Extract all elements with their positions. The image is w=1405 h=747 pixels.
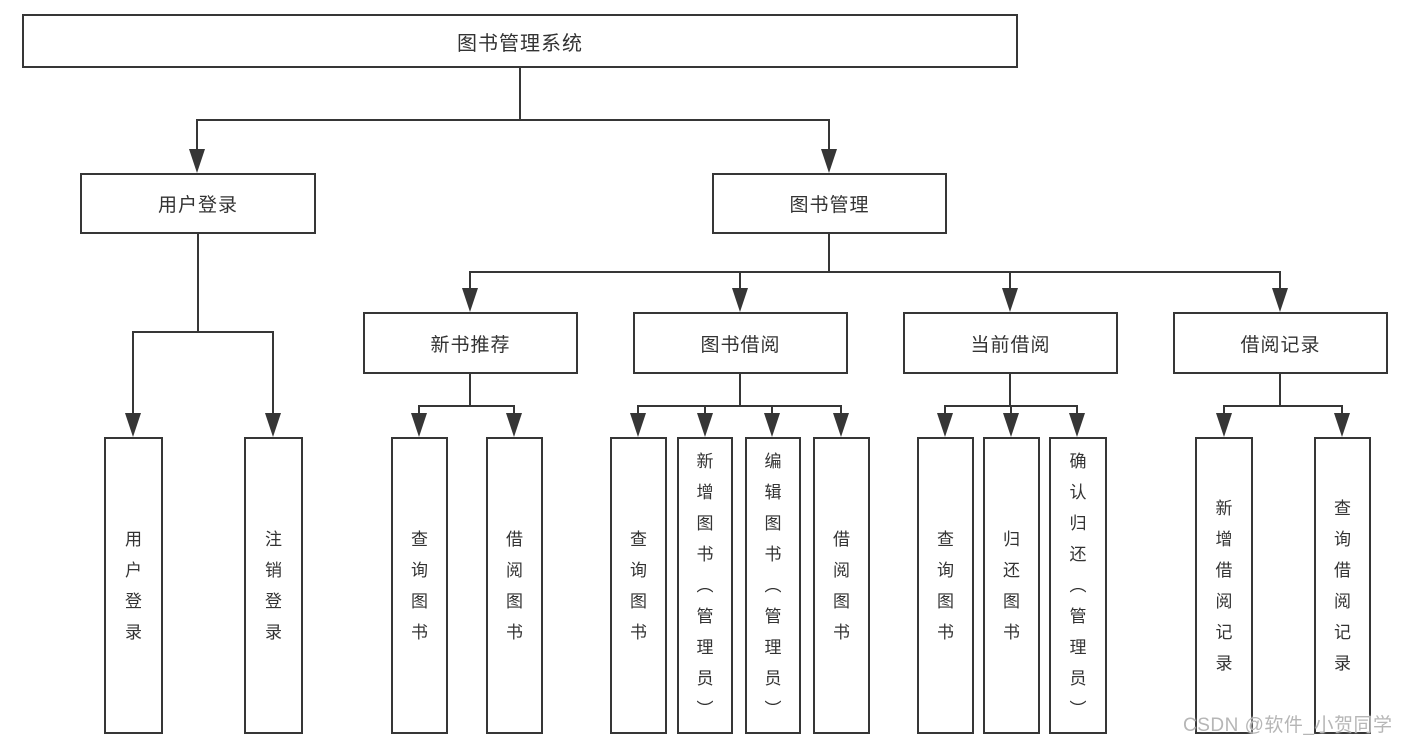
edge-root-stem [519,68,521,121]
leaf-query-books: 查询图书 [391,437,448,734]
edge-leaf [944,405,946,415]
edge-to-new-books [469,271,471,289]
edge-user-login-branch [132,331,274,333]
edge-leaf [1341,405,1343,415]
arrow-down-icon [1272,288,1288,312]
leaf-edit-books-admin: 编辑图书︵管理员︶ [745,437,801,734]
edge-borrow-records-stem [1279,374,1281,406]
leaf-logout: 注销登录 [244,437,303,734]
arrow-down-icon [1003,413,1019,437]
edge-book-mgmt-stem [828,234,830,272]
leaf-query-books: 查询图书 [610,437,667,734]
edge-leaf [418,405,420,415]
arrow-down-icon [125,413,141,437]
leaf-add-books-admin: 新增图书︵管理员︶ [677,437,733,734]
leaf-confirm-return-admin: 确认归还︵管理员︶ [1049,437,1107,734]
arrow-down-icon [189,149,205,173]
node-book-borrowing: 图书借阅 [633,312,848,374]
edge-leaf [1076,405,1078,415]
edge-borrow-records-branch [1223,405,1343,407]
leaf-borrow-books: 借阅图书 [486,437,543,734]
edge-to-borrow-records [1279,271,1281,289]
edge-level3-branch [469,271,1281,273]
arrow-down-icon [411,413,427,437]
node-new-book-recommend: 新书推荐 [363,312,578,374]
edge-to-book-borrow [739,271,741,289]
edge-new-books-stem [469,374,471,406]
arrow-down-icon [833,413,849,437]
arrow-down-icon [506,413,522,437]
edge-leaf [1010,405,1012,415]
edge-leaf [513,405,515,415]
leaf-return-books: 归还图书 [983,437,1040,734]
node-user-login: 用户登录 [80,173,316,234]
node-borrowing-records: 借阅记录 [1173,312,1388,374]
edge-leaf [637,405,639,415]
arrow-down-icon [1002,288,1018,312]
edge-book-borrow-branch [637,405,842,407]
edge-to-user-login [196,119,198,152]
arrow-down-icon [937,413,953,437]
edge-leaf [771,405,773,415]
arrow-down-icon [1334,413,1350,437]
arrow-down-icon [1069,413,1085,437]
edge-to-leaf-login [132,331,134,414]
edge-to-current-borrow [1009,271,1011,289]
leaf-borrow-books: 借阅图书 [813,437,870,734]
node-book-management: 图书管理 [712,173,947,234]
node-current-borrowing: 当前借阅 [903,312,1118,374]
edge-leaf [840,405,842,415]
arrow-down-icon [732,288,748,312]
csdn-watermark: CSDN @软件_小贺同学 [1183,715,1393,736]
edge-to-leaf-logout [272,331,274,414]
edge-book-borrow-stem [739,374,741,406]
arrow-down-icon [697,413,713,437]
leaf-add-borrow-record: 新增借阅记录 [1195,437,1253,734]
edge-leaf [704,405,706,415]
arrow-down-icon [1216,413,1232,437]
arrow-down-icon [265,413,281,437]
arrow-down-icon [821,149,837,173]
arrow-down-icon [462,288,478,312]
arrow-down-icon [764,413,780,437]
node-library-management-system: 图书管理系统 [22,14,1018,68]
arrow-down-icon [630,413,646,437]
edge-current-borrow-stem [1009,374,1011,406]
leaf-user-login: 用户登录 [104,437,163,734]
edge-new-books-branch [418,405,515,407]
edge-leaf [1223,405,1225,415]
edge-level1-branch [196,119,830,121]
leaf-query-borrow-record: 查询借阅记录 [1314,437,1371,734]
edge-user-login-stem [197,234,199,333]
edge-to-book-mgmt [828,119,830,152]
leaf-query-books: 查询图书 [917,437,974,734]
